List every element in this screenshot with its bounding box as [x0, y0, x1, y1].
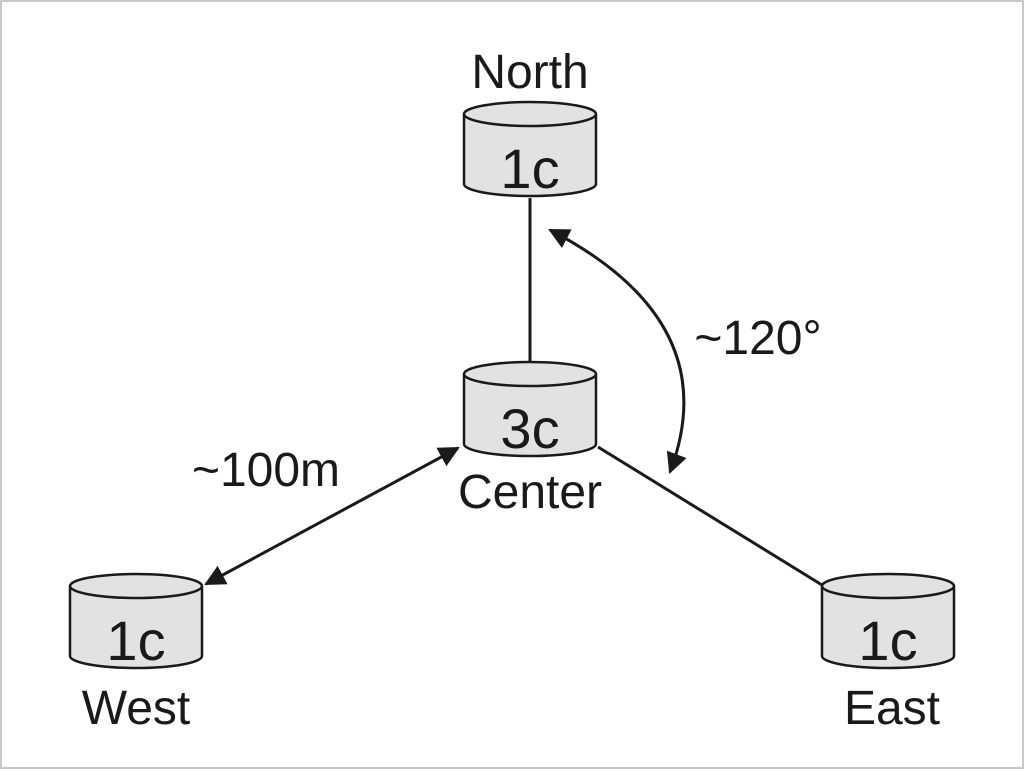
node-west: 1c West	[68, 572, 204, 735]
node-center-code: 3c	[500, 397, 559, 460]
node-center-label: Center	[458, 466, 602, 519]
node-north-code: 1c	[500, 137, 559, 200]
node-east-label: East	[844, 682, 940, 735]
node-center-body	[462, 374, 598, 458]
distance-label: ~100m	[192, 444, 340, 497]
node-west-code: 1c	[106, 609, 165, 672]
node-west-label: West	[82, 682, 190, 735]
node-east-body	[820, 586, 956, 670]
node-west-body	[68, 586, 204, 670]
angle-arc-arrow	[548, 228, 687, 474]
node-center-top	[462, 360, 598, 388]
distance-arrow	[204, 446, 460, 586]
node-north: 1c North	[462, 46, 598, 200]
link-center-east	[597, 445, 823, 587]
node-center: 3c Center	[458, 360, 602, 519]
angle-label: ~120°	[694, 312, 821, 365]
node-east: 1c East	[820, 572, 956, 735]
node-north-top	[462, 100, 598, 128]
node-east-code: 1c	[858, 609, 917, 672]
node-north-label: North	[471, 46, 588, 99]
node-east-top	[820, 572, 956, 600]
node-north-body	[462, 114, 598, 198]
node-west-top	[68, 572, 204, 600]
